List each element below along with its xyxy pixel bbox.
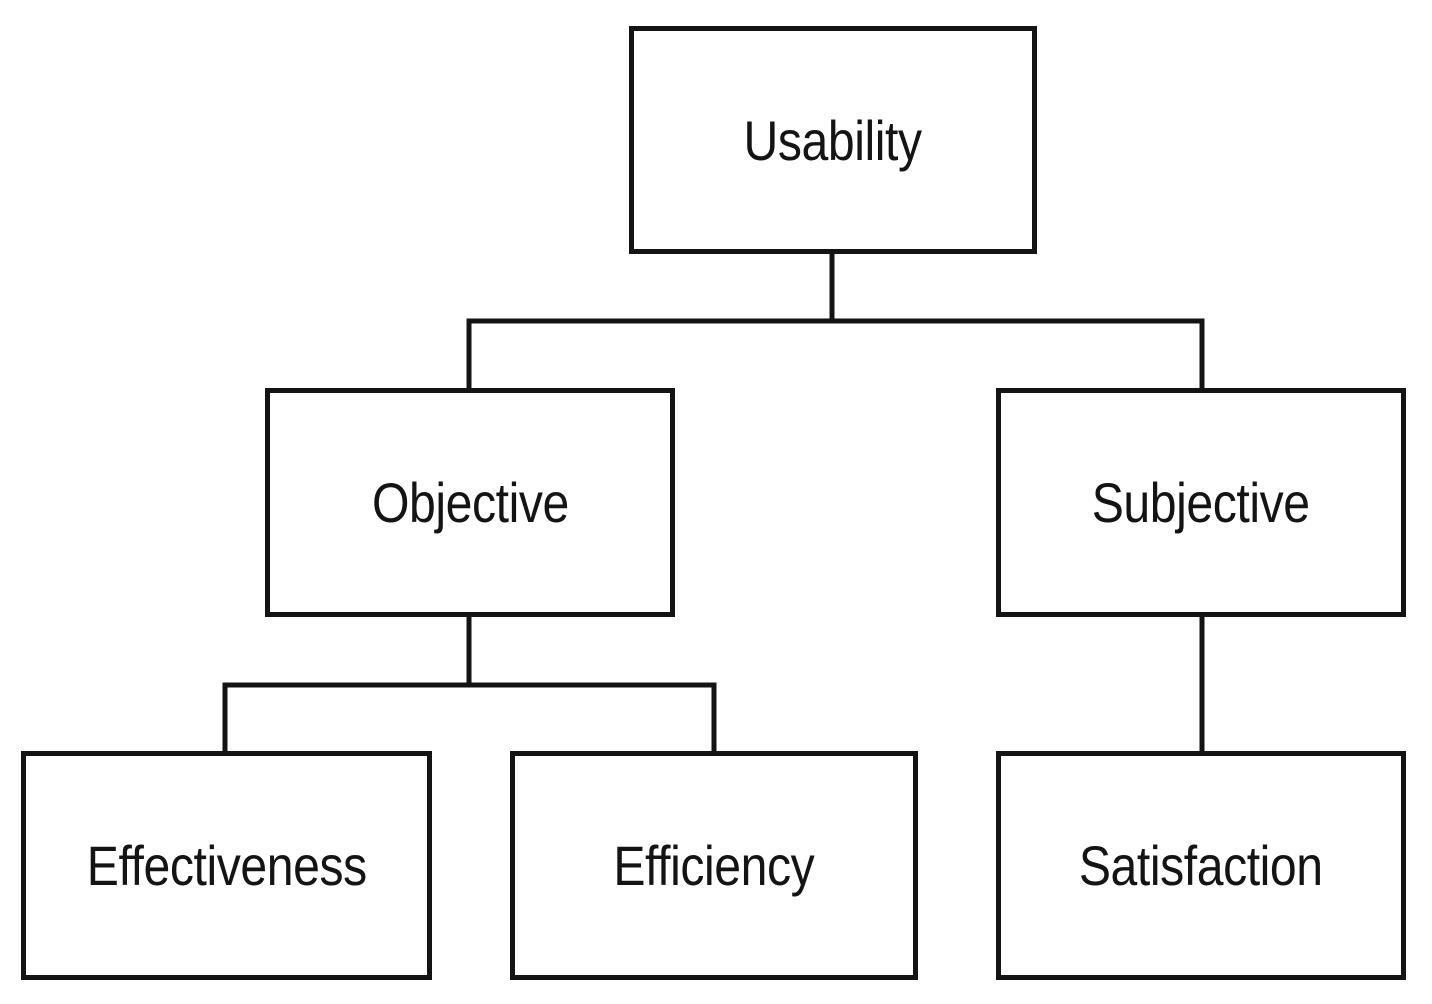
node-label-satisfaction: Satisfaction xyxy=(1079,834,1323,897)
node-subjective: Subjective xyxy=(996,388,1406,617)
node-objective: Objective xyxy=(265,388,675,617)
node-label-efficiency: Efficiency xyxy=(613,834,815,897)
node-label-effectiveness: Effectiveness xyxy=(86,834,367,897)
node-usability: Usability xyxy=(629,26,1037,254)
node-label-usability: Usability xyxy=(743,108,923,172)
node-effectiveness: Effectiveness xyxy=(21,751,432,980)
node-efficiency: Efficiency xyxy=(510,751,918,980)
node-satisfaction: Satisfaction xyxy=(996,751,1406,980)
node-label-subjective: Subjective xyxy=(1092,471,1310,534)
node-label-objective: Objective xyxy=(371,471,569,534)
